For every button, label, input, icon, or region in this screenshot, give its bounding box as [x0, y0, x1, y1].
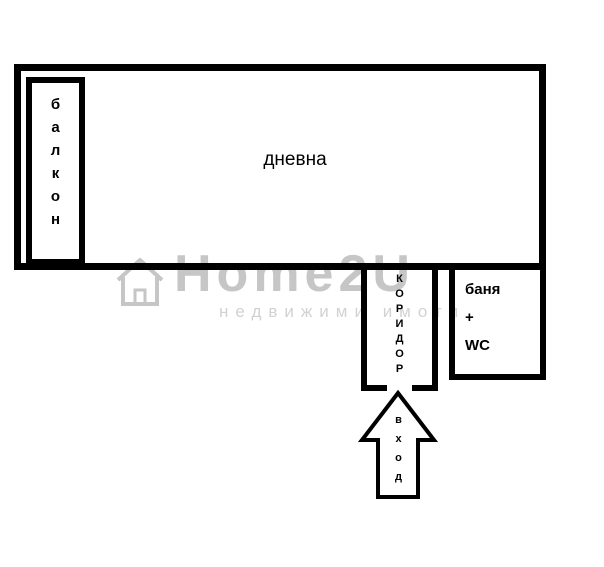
letter: л [50, 142, 61, 159]
letter: И [395, 318, 404, 330]
letter: О [395, 288, 404, 300]
letter: н [50, 211, 61, 228]
room-balcony: б а л к о н [26, 77, 85, 265]
letter: б [50, 96, 61, 113]
entrance-arrow-icon [357, 389, 439, 499]
letter: о [395, 452, 402, 464]
letter: в [395, 414, 402, 426]
watermark-brand: Home2U [174, 245, 415, 303]
letter: к [51, 165, 60, 182]
letter: К [396, 273, 403, 285]
letter: Р [395, 303, 404, 315]
living-room-label: дневна [263, 149, 327, 170]
letter: Д [395, 333, 404, 345]
bath-label-line: WC [465, 337, 490, 354]
bath-label-line: + [465, 309, 474, 326]
corridor-bottom-wall-right [412, 385, 432, 391]
bath-label: баня + WC [455, 269, 540, 360]
letter: а [51, 119, 60, 136]
room-bath-wc: баня + WC [449, 263, 546, 380]
letter: х [395, 433, 402, 445]
entrance-label-vertical: в х о д [356, 411, 441, 487]
letter: Р [395, 363, 404, 375]
letter: О [395, 348, 404, 360]
watermark-subtitle: недвижими имоти [219, 302, 466, 321]
room-corridor: К О Р И Д О Р [361, 263, 438, 391]
letter: о [50, 188, 61, 205]
house-icon [116, 258, 164, 306]
balcony-label-vertical: б а л к о н [32, 83, 79, 231]
corridor-bottom-wall-left [367, 385, 387, 391]
letter: д [395, 471, 402, 483]
room-living [14, 64, 546, 270]
bath-label-line: баня [465, 281, 501, 298]
corridor-label-vertical: К О Р И Д О Р [367, 263, 432, 377]
